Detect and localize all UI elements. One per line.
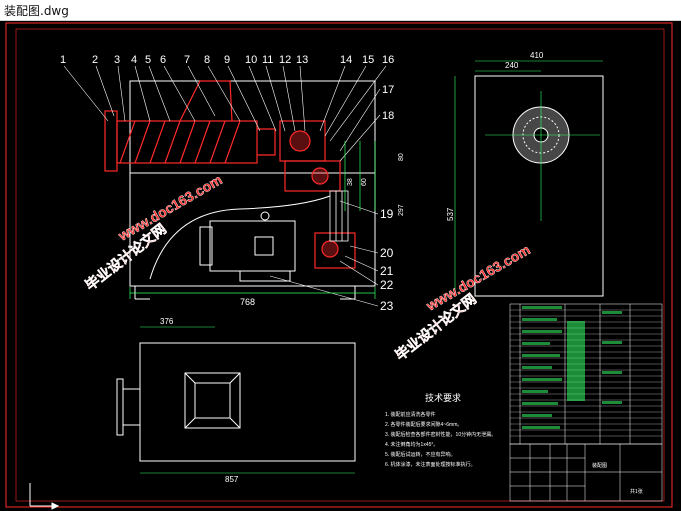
part-label-15: 15 (362, 54, 374, 66)
part-label-13: 13 (296, 54, 308, 66)
drawing-frame (5, 22, 673, 508)
title-block-name: 装配图 (592, 462, 607, 469)
tech-req-item-6: 6. 机体涂漆，未注表面处理按标准执行。 (385, 461, 476, 468)
front-side-dims: 38 60 80 297 (347, 153, 405, 216)
svg-text:297: 297 (398, 204, 405, 216)
dim-side-height: 537 (446, 207, 455, 221)
title-block-sheet: 共1张 (630, 488, 643, 495)
part-label-9: 9 (224, 54, 230, 66)
parts-list-fill (522, 306, 622, 429)
part-label-20: 20 (380, 246, 394, 260)
tech-req-item-3: 3. 装配后检查各部件密封性能，10分钟内无泄漏。 (385, 431, 496, 438)
window-title-bar: 装配图.dwg (0, 0, 681, 21)
part-label-1: 1 (60, 54, 66, 66)
top-dimension-lines (140, 326, 355, 474)
part-label-23: 23 (380, 299, 394, 313)
part-label-3: 3 (114, 54, 120, 66)
tech-req-item-2: 2. 各零件装配后要求间隙4~6mm。 (385, 421, 462, 428)
title-block (509, 443, 663, 502)
tech-req-heading: 技术要求 (425, 392, 461, 403)
dim-side-total: 410 (530, 51, 544, 60)
tech-req-item-5: 5. 装配后试运转，不应有异响。 (385, 451, 456, 458)
part-label-17: 17 (382, 84, 394, 96)
dim-side-partial: 240 (505, 61, 519, 70)
drawing-inner-frame (15, 28, 665, 502)
part-label-7: 7 (184, 54, 190, 66)
parts-list-table (509, 303, 663, 445)
tech-req-item-4: 4. 未注倒角均为1x45°。 (385, 441, 438, 448)
drawing-canvas[interactable]: 1 2 3 4 5 6 7 8 9 10 11 12 13 14 15 16 1… (0, 21, 681, 511)
auger-assembly (104, 80, 356, 269)
part-label-12: 12 (279, 54, 291, 66)
window-title: 装配图.dwg (4, 4, 69, 18)
part-labels-right: 19 20 21 22 23 (380, 207, 394, 313)
svg-text:38: 38 (347, 178, 354, 186)
part-label-22: 22 (380, 278, 394, 292)
front-dimension (129, 141, 376, 299)
part-label-10: 10 (245, 54, 257, 66)
top-view (116, 342, 356, 462)
part-label-16: 16 (382, 54, 394, 66)
dim-top-offset: 376 (160, 317, 174, 326)
part-label-4: 4 (131, 54, 137, 66)
ucs-icon (29, 483, 60, 510)
technical-requirements: 技术要求 1. 装配前应清洗各零件 2. 各零件装配后要求间隙4~6mm。 3.… (385, 392, 496, 468)
side-dimension-lines (454, 60, 603, 296)
part-label-21: 21 (380, 264, 394, 278)
dim-front-width: 768 (240, 297, 255, 307)
part-labels-top: 1 2 3 4 5 6 7 8 9 10 11 12 13 14 15 16 1… (60, 54, 394, 122)
watermark-1: 毕业设计论文网 www.doc163.com (82, 171, 225, 294)
part-label-6: 6 (160, 54, 166, 66)
cad-drawing: 1 2 3 4 5 6 7 8 9 10 11 12 13 14 15 16 1… (5, 22, 673, 510)
leader-lines (63, 65, 387, 307)
part-label-5: 5 (145, 54, 151, 66)
parts-list-rows (510, 309, 662, 437)
svg-text:80: 80 (398, 153, 405, 161)
part-label-2: 2 (92, 54, 98, 66)
tech-req-item-1: 1. 装配前应清洗各零件 (385, 411, 436, 418)
part-label-19: 19 (380, 207, 394, 221)
svg-text:www.doc163.com: www.doc163.com (115, 171, 225, 244)
part-label-8: 8 (204, 54, 210, 66)
watermark-2: 毕业设计论文网 www.doc163.com (392, 241, 533, 364)
part-label-14: 14 (340, 54, 352, 66)
part-label-11: 11 (262, 54, 273, 66)
part-label-18: 18 (382, 110, 394, 122)
svg-text:60: 60 (361, 178, 368, 186)
dim-top-width: 857 (225, 475, 239, 484)
